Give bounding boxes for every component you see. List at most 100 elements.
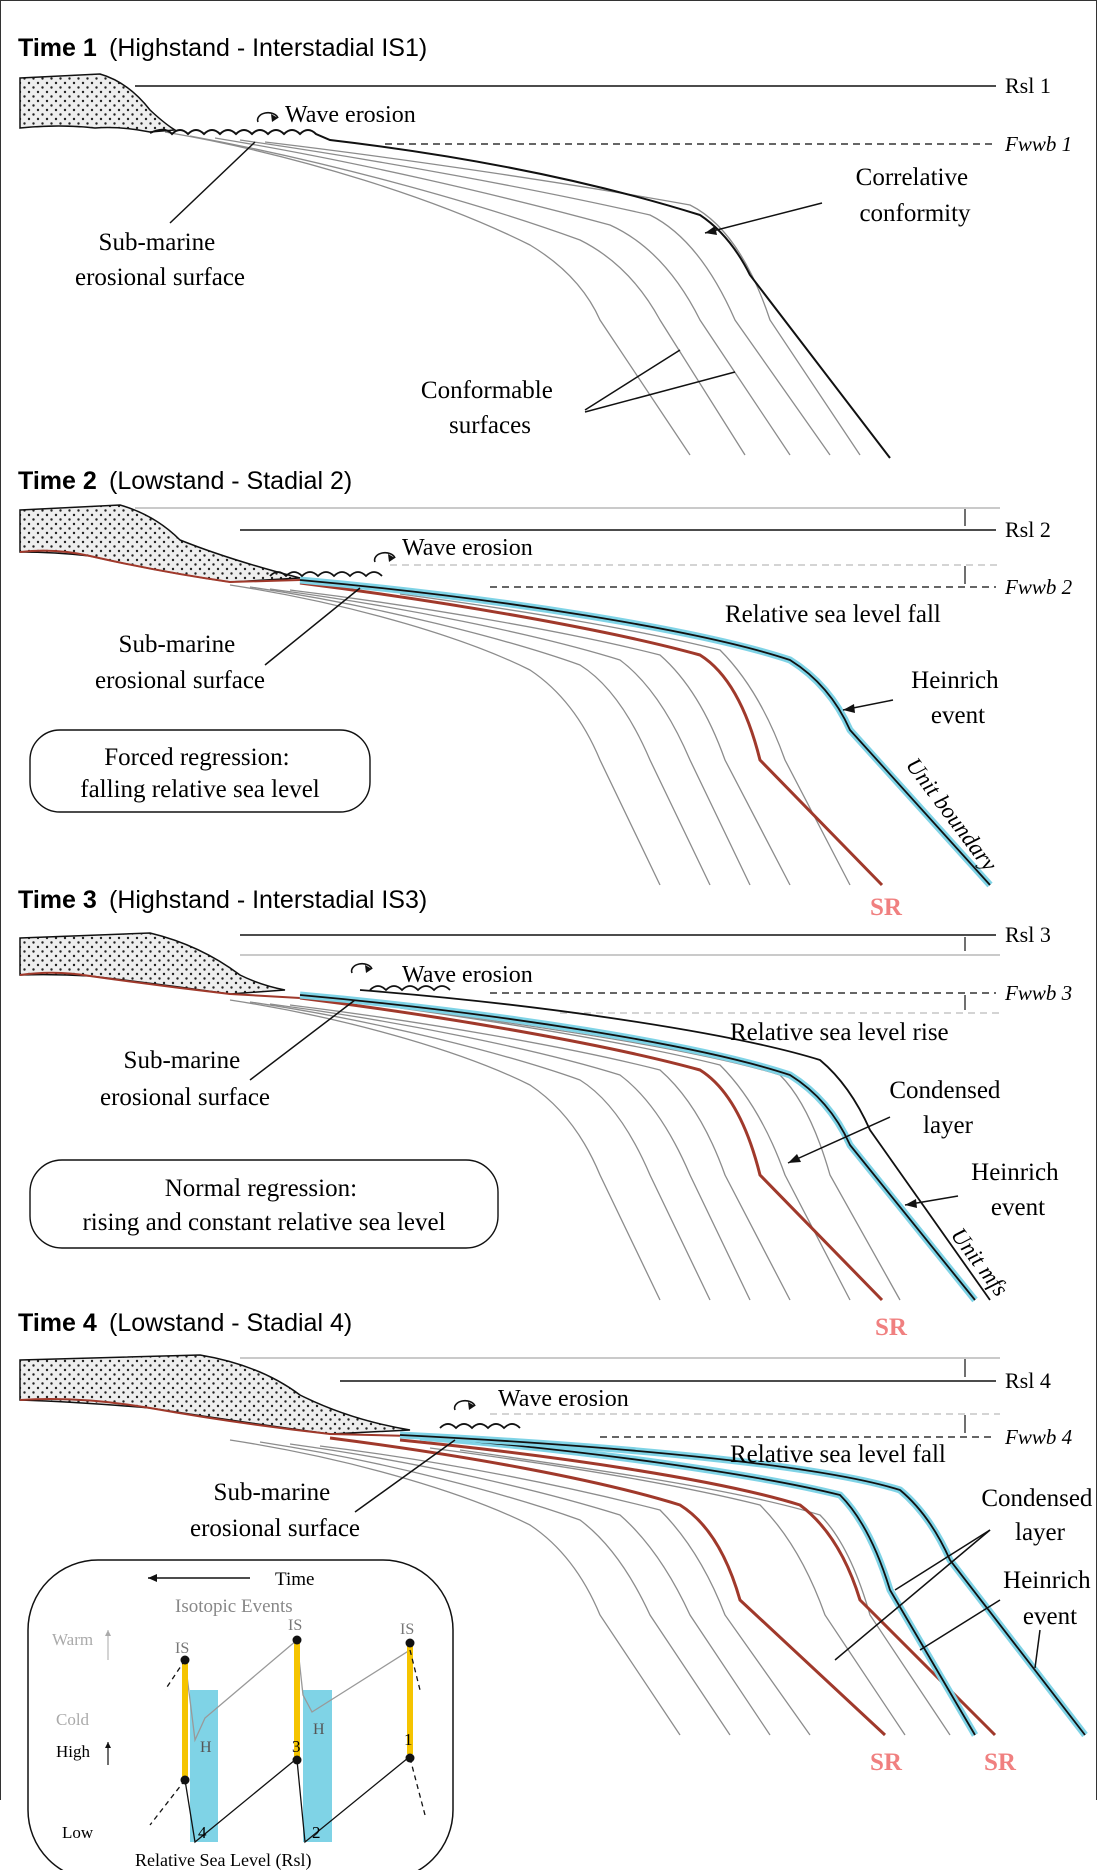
regression-box-line2: rising and constant relative sea level bbox=[82, 1209, 445, 1236]
svg-text:Heinrich event: Heinrich event bbox=[1003, 1567, 1097, 1630]
unit-mfs-surface bbox=[359, 989, 991, 1301]
condensed-label-line1: Condensed bbox=[889, 1077, 1001, 1104]
correlative-pointer bbox=[704, 202, 823, 234]
erosion-label-line1: Sub-marine bbox=[119, 631, 236, 658]
panel-time-label: Time 4 bbox=[18, 1309, 97, 1337]
event-points bbox=[180, 1635, 415, 1785]
panel-time-2: Time 2 (Lowstand - Stadial 2) Rsl 2 Fwwb… bbox=[18, 467, 1073, 921]
sea-level-change-label: Relative sea level fall bbox=[730, 1441, 946, 1468]
regression-box-line1: Forced regression: bbox=[104, 744, 289, 771]
regression-box bbox=[29, 1159, 499, 1249]
erosion-label-line1: Sub-marine bbox=[99, 229, 216, 256]
svg-text:Heinrich event: Heinrich event bbox=[911, 667, 1005, 729]
conformable-strata bbox=[229, 584, 851, 886]
wave-erosion-label: Wave erosion bbox=[402, 535, 533, 561]
sr-surface bbox=[299, 581, 884, 887]
sr-label: SR bbox=[870, 894, 903, 921]
regression-box-line1: Normal regression: bbox=[165, 1175, 357, 1202]
svg-text:Condensed layer: Condensed layer bbox=[981, 1485, 1098, 1546]
coastal-sediment bbox=[19, 1354, 411, 1435]
svg-text:Sub-marine erosional sur: Sub-marine erosional surface bbox=[190, 1479, 360, 1542]
condensed-label-line2: layer bbox=[1015, 1519, 1066, 1546]
heinrich-label-line2: event bbox=[991, 1194, 1045, 1221]
panel-subtitle: (Lowstand - Stadial 2) bbox=[109, 467, 352, 495]
is-label: IS bbox=[400, 1621, 414, 1638]
wave-erosion-label: Wave erosion bbox=[402, 962, 533, 988]
rsl-label: Rsl 1 bbox=[1005, 73, 1051, 98]
correlative-label-line2: conformity bbox=[859, 200, 971, 227]
conformable-strata bbox=[164, 131, 861, 456]
panel-time-label: Time 1 bbox=[18, 34, 97, 62]
panel-time-label: Time 3 bbox=[18, 886, 97, 914]
erosion-label-line2: erosional surface bbox=[75, 264, 245, 291]
svg-text:Condensed layer: Condensed layer bbox=[889, 1077, 1006, 1139]
wave-erosion-icon bbox=[350, 962, 373, 974]
sr-surface-2 bbox=[399, 1438, 997, 1737]
condensed-label-line2: layer bbox=[923, 1112, 974, 1139]
correlative-conformity-surface bbox=[149, 128, 891, 459]
conformable-strata bbox=[229, 999, 901, 1301]
svg-text:Sub-marine erosional sur: Sub-marine erosional surface bbox=[75, 229, 245, 291]
unit-boundary-surface bbox=[299, 579, 991, 886]
panel-subtitle: (Highstand - Interstadial IS3) bbox=[109, 886, 427, 914]
erosion-label-line1: Sub-marine bbox=[124, 1047, 241, 1074]
panel-time-3: Time 3 (Highstand - Interstadial IS3) Rs… bbox=[18, 886, 1072, 1341]
rsl-label: Rsl 2 bbox=[1005, 517, 1051, 542]
svg-text:Time 2 (Lowstand - Stadi: Time 2 (Lowstand - Stadial 2) bbox=[18, 467, 352, 495]
condensed-label-line1: Condensed bbox=[981, 1485, 1093, 1512]
svg-text:Normal regression: risin: Normal regression: rising and constant r… bbox=[82, 1175, 445, 1236]
svg-text:Forced regression: falli: Forced regression: falling relative sea … bbox=[80, 744, 320, 803]
time-arrow-icon bbox=[148, 1574, 157, 1582]
isotopic-events-inset: Time Isotopic Events Warm Cold High Low … bbox=[27, 1559, 454, 1870]
interstadial-number: 3 bbox=[292, 1737, 301, 1756]
arrowhead-icon bbox=[271, 114, 278, 122]
is-label: IS bbox=[175, 1640, 189, 1657]
sr-surface bbox=[299, 996, 884, 1302]
erosion-label-line1: Sub-marine bbox=[214, 1479, 331, 1506]
sea-level-change-label: Relative sea level rise bbox=[730, 1019, 949, 1046]
conformable-strata bbox=[229, 1439, 951, 1736]
interstadial-bar bbox=[182, 1660, 188, 1780]
is-label: IS bbox=[288, 1617, 302, 1634]
sr-label-2: SR bbox=[984, 1749, 1017, 1776]
svg-text:Sub-marine erosional sur: Sub-marine erosional surface bbox=[100, 1047, 270, 1111]
heinrich-band bbox=[190, 1690, 218, 1842]
sea-level-curve bbox=[149, 1649, 426, 1844]
inset-frame bbox=[27, 1559, 454, 1870]
svg-text:Time 4 (Lowstand - Stadi: Time 4 (Lowstand - Stadial 4) bbox=[18, 1309, 352, 1337]
isotopic-events-label: Isotopic Events bbox=[175, 1596, 293, 1617]
interstadial-bar bbox=[407, 1642, 413, 1754]
svg-text:Conformable surfaces: Conformable surfaces bbox=[421, 377, 559, 439]
wave-erosion-label: Wave erosion bbox=[285, 102, 416, 128]
heinrich-label-line1: Heinrich bbox=[911, 667, 999, 694]
wave-erosion-label: Wave erosion bbox=[498, 1386, 629, 1412]
heinrich-label-line2: event bbox=[931, 702, 985, 729]
rsl-label: Rsl 4 bbox=[1005, 1368, 1051, 1393]
conformable-label-line1: Conformable bbox=[421, 377, 553, 404]
stadial-number: 2 bbox=[312, 1823, 321, 1842]
heinrich-label-line2: event bbox=[1023, 1603, 1077, 1630]
fwwb-label: Fwwb 2 bbox=[1004, 575, 1073, 599]
stadial-number: 4 bbox=[198, 1823, 207, 1842]
low-label: Low bbox=[62, 1823, 94, 1842]
h-label: H bbox=[200, 1739, 212, 1756]
warm-label: Warm bbox=[52, 1630, 93, 1649]
panel-subtitle: (Highstand - Interstadial IS1) bbox=[109, 34, 427, 62]
heinrich-event-band bbox=[399, 1431, 1088, 1738]
rsl-label: Rsl 3 bbox=[1005, 922, 1051, 947]
correlative-label-line1: Correlative bbox=[856, 164, 968, 191]
coastal-sediment bbox=[19, 73, 178, 133]
heinrich-label-line1: Heinrich bbox=[1003, 1567, 1091, 1594]
conformable-label-line2: surfaces bbox=[449, 412, 531, 439]
heinrich-surface bbox=[399, 1434, 1086, 1736]
cold-label: Cold bbox=[56, 1710, 90, 1729]
sr-surface bbox=[329, 1436, 887, 1737]
erosion-label-line2: erosional surface bbox=[95, 667, 265, 694]
svg-text:Heinrich event: Heinrich event bbox=[971, 1159, 1065, 1221]
svg-text:Time 1 (Highstand - Inte: Time 1 (Highstand - Interstadial IS1) bbox=[18, 34, 427, 62]
h-label: H bbox=[313, 1721, 325, 1738]
fwwb-label: Fwwb 4 bbox=[1004, 1425, 1073, 1449]
panel-time-4: Time 4 (Lowstand - Stadial 4) Rsl 4 Fwwb… bbox=[18, 1309, 1098, 1776]
panel-time-label: Time 2 bbox=[18, 467, 97, 495]
